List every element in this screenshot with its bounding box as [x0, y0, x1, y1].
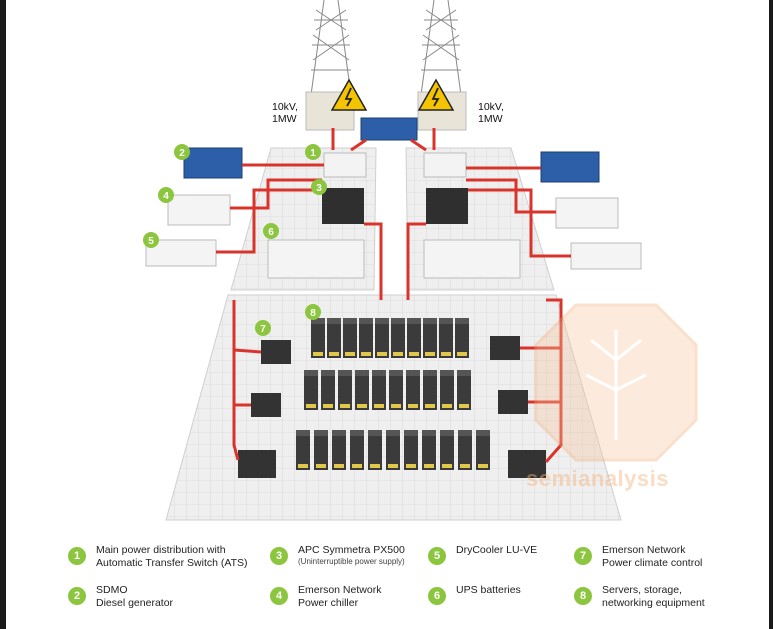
legend-sub-3: (Uninterruptible power supply) [298, 557, 405, 566]
svg-text:7: 7 [260, 324, 266, 335]
diesel-generator-right [540, 151, 600, 183]
legend-line2-4: Power chiller [298, 597, 359, 609]
legend-item-5: 5 DryCooler LU-VE [428, 544, 537, 565]
callout-7: 7 [255, 320, 271, 336]
callout-2: 2 [174, 144, 190, 160]
legend-line2-1: Automatic Transfer Switch (ATS) [96, 557, 248, 569]
ups-batteries-left [267, 239, 365, 279]
legend-title-6: UPS batteries [456, 584, 521, 596]
legend-badge-2: 2 [68, 587, 86, 605]
legend-item-8: 8 Servers, storage,networking equipment [574, 584, 705, 610]
legend-badge-4: 4 [270, 587, 288, 605]
legend-title-3: APC Symmetra PX500 [298, 544, 405, 556]
chiller-right [555, 197, 619, 229]
legend-item-3: 3 APC Symmetra PX500(Uninterruptible pow… [270, 544, 405, 567]
server-rack-row-3 [296, 430, 490, 470]
power-pylon-right [420, 0, 462, 96]
climate-unit-right-1 [490, 336, 520, 360]
legend-title-1: Main power distribution with [96, 544, 226, 556]
power-distribution-lines [216, 128, 571, 463]
left-frame-border [0, 0, 6, 629]
climate-unit-left-3 [238, 450, 276, 478]
svg-text:6: 6 [268, 227, 274, 238]
warning-sign-left-icon [330, 78, 368, 111]
legend-line2-7: Power climate control [602, 557, 703, 569]
climate-unit-left-2 [251, 393, 281, 417]
warning-sign-right-icon [417, 78, 455, 111]
legend-title-7: Emerson Network [602, 544, 686, 556]
semianalysis-logo-icon [534, 303, 698, 462]
ups-right [426, 188, 468, 224]
legend-badge-3: 3 [270, 547, 288, 565]
legend-badge-7: 7 [574, 547, 592, 565]
svg-text:8: 8 [310, 308, 316, 319]
legend-item-6: 6 UPS batteries [428, 584, 521, 605]
legend-line2-8: networking equipment [602, 597, 705, 609]
callout-4: 4 [158, 187, 174, 203]
right-frame-border [769, 0, 773, 629]
ats-panel-right [423, 152, 467, 178]
legend-badge-8: 8 [574, 587, 592, 605]
climate-unit-left-1 [261, 340, 291, 364]
svg-text:3: 3 [316, 183, 322, 194]
diesel-generator-left [183, 147, 243, 179]
ats-panel-left [323, 152, 367, 178]
voltage-label-left: 10kV, 1MW [272, 101, 298, 125]
legend-badge-1: 1 [68, 547, 86, 565]
callout-3: 3 [311, 179, 327, 195]
ups-left [322, 188, 364, 224]
svg-text:2: 2 [179, 148, 185, 159]
callout-5: 5 [143, 232, 159, 248]
callout-1: 1 [305, 144, 321, 160]
legend-line2-2: Diesel generator [96, 597, 174, 609]
climate-unit-right-3 [508, 450, 546, 478]
watermark-text: semianalysis [526, 466, 669, 491]
svg-text:1: 1 [310, 148, 316, 159]
climate-unit-right-2 [498, 390, 528, 414]
power-pylon-left [310, 0, 352, 96]
legend-title-5: DryCooler LU-VE [456, 544, 538, 556]
legend-badge-6: 6 [428, 587, 446, 605]
drycooler-right [570, 242, 642, 270]
legend-title-8: Servers, storage, [602, 584, 682, 596]
chiller-left [167, 194, 231, 226]
svg-text:4: 4 [163, 191, 169, 202]
generator-center [360, 117, 418, 141]
data-center-diagram: 1 2 3 4 5 6 7 8 10kV, 1MW 10kV, 1MW semi… [6, 0, 769, 629]
diagram-canvas: 1 2 3 4 5 6 7 8 [143, 0, 698, 521]
ups-batteries-right [423, 239, 521, 279]
legend-title-4: Emerson Network [298, 584, 382, 596]
callout-6: 6 [263, 223, 279, 239]
voltage-label-right: 10kV, 1MW [478, 101, 504, 125]
legend-title-2: SDMO [96, 584, 128, 596]
legend-badge-5: 5 [428, 547, 446, 565]
callout-8: 8 [305, 304, 321, 320]
svg-text:5: 5 [148, 236, 154, 247]
